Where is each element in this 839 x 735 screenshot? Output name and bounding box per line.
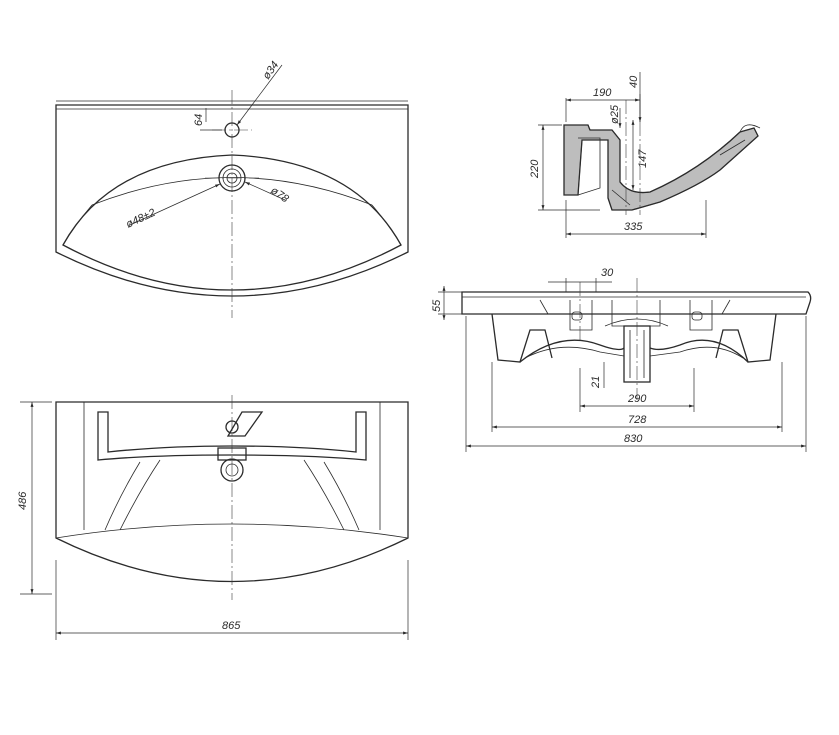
dim-335-label: 335 (624, 221, 643, 233)
dim-hole-label: ø34 (261, 59, 282, 81)
tap-hole-icon (224, 122, 240, 138)
dim-drain-inner-label: ø48±2 (124, 207, 157, 231)
top-view: ø34 64 ø78 ø48±2 (55, 59, 409, 318)
overflow-icon (571, 311, 583, 321)
dim-220-label: 220 (529, 159, 541, 179)
dim-depth-label: 486 (17, 491, 29, 510)
dim-830-label: 830 (624, 433, 643, 445)
dim-40-label: 40 (628, 75, 640, 88)
dim-290-label: 290 (627, 393, 647, 405)
dim-width-label: 865 (222, 620, 241, 632)
front-view: 30 55 21 290 728 830 (431, 267, 812, 452)
dim-drain-label: ø78 (268, 185, 291, 206)
dim-147-label: 147 (637, 149, 649, 168)
bottom-view: 486 865 (17, 395, 409, 640)
dim-30-label: 30 (601, 267, 614, 279)
drain-icon (218, 164, 246, 192)
section-view: 190 40 ø25 147 220 335 (529, 72, 761, 238)
dim-728-label: 728 (628, 414, 647, 426)
dim-hole-label: ø25 (609, 104, 621, 124)
dim-190-label: 190 (593, 87, 612, 99)
drain-outlet-icon (220, 458, 244, 482)
dim-21-label: 21 (590, 376, 602, 389)
dim-55-label: 55 (431, 299, 443, 312)
tap-boss-icon (225, 420, 239, 434)
dim-offset-label: 64 (193, 114, 205, 126)
